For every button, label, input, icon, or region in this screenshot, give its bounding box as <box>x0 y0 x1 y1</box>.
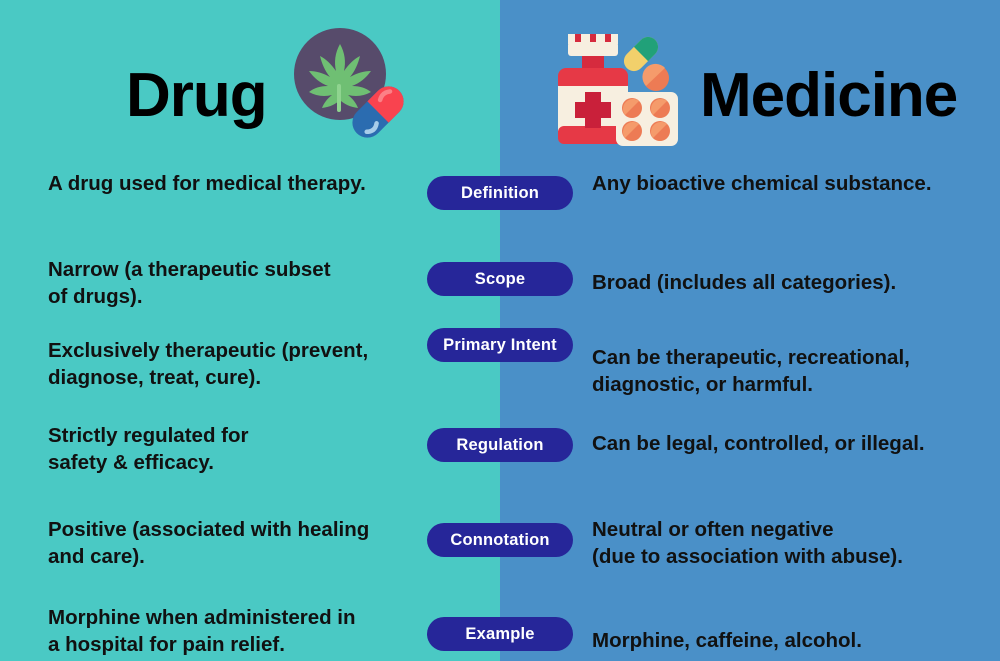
row-label: Scope <box>427 262 573 296</box>
comparison-row: Narrow (a therapeutic subset of drugs). … <box>0 236 1000 320</box>
row-left-value: Exclusively therapeutic (prevent, diagno… <box>48 339 369 389</box>
row-left-value: Morphine when administered in a hospital… <box>48 606 356 656</box>
row-left-value: Positive (associated with healing and ca… <box>48 518 370 568</box>
row-label: Example <box>427 617 573 651</box>
medicine-bottle-pills-icon <box>546 26 686 150</box>
comparison-row: Strictly regulated for safety & efficacy… <box>0 406 1000 492</box>
row-label: Connotation <box>427 523 573 557</box>
row-label: Regulation <box>427 428 573 462</box>
comparison-row: Positive (associated with healing and ca… <box>0 492 1000 579</box>
row-right-value: Any bioactive chemical substance. <box>592 172 932 195</box>
header: Drug <box>0 0 1000 160</box>
row-right-value: Broad (includes all categories). <box>592 271 897 294</box>
comparison-row: Exclusively therapeutic (prevent, diagno… <box>0 320 1000 406</box>
row-left-value: A drug used for medical therapy. <box>48 172 366 195</box>
cannabis-leaf-capsule-icon <box>290 26 410 146</box>
left-panel-background <box>0 0 500 661</box>
row-label: Primary Intent <box>427 328 573 362</box>
row-right-value: Neutral or often negative (due to associ… <box>592 518 903 568</box>
page-title-left: Drug <box>126 61 268 130</box>
row-label: Definition <box>427 176 573 210</box>
page-title-right: Medicine <box>700 61 958 130</box>
row-right-value: Can be therapeutic, recreational, diagno… <box>592 346 910 396</box>
comparison-row: Morphine when administered in a hospital… <box>0 579 1000 659</box>
comparison-rows: A drug used for medical therapy. Definit… <box>0 160 1000 659</box>
comparison-row: A drug used for medical therapy. Definit… <box>0 160 1000 236</box>
row-left-value: Narrow (a therapeutic subset of drugs). <box>48 258 331 308</box>
row-left-value: Strictly regulated for safety & efficacy… <box>48 424 249 474</box>
row-right-value: Can be legal, controlled, or illegal. <box>592 432 925 455</box>
row-right-value: Morphine, caffeine, alcohol. <box>592 629 862 652</box>
